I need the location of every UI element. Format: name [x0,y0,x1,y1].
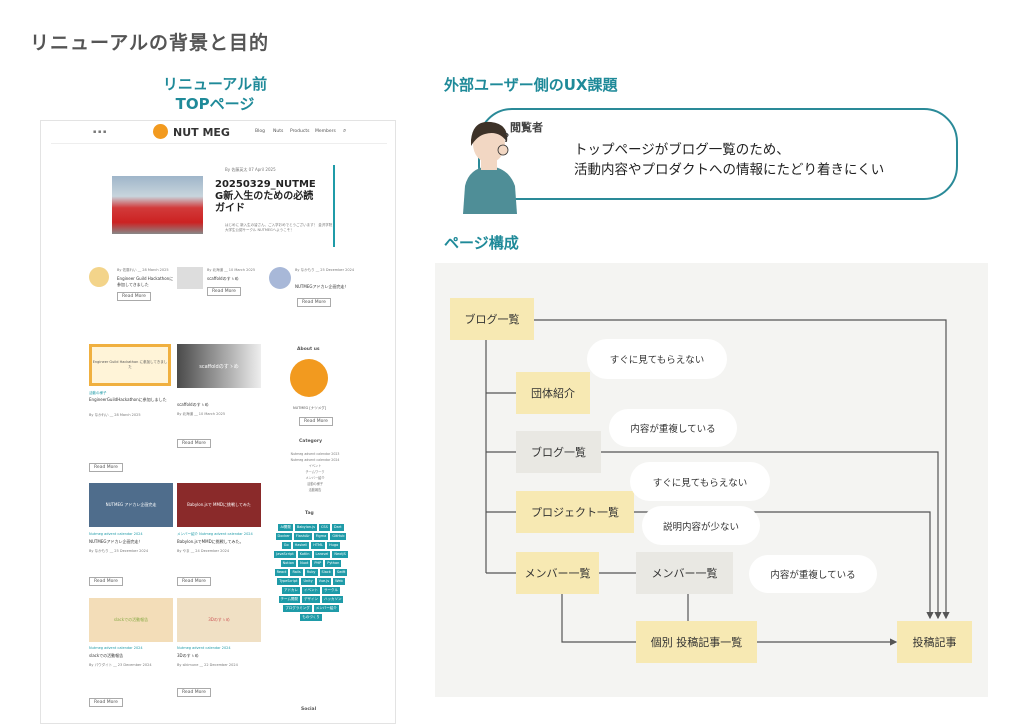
note-project-list-b: 説明内容が少ない [642,506,760,545]
node-group-intro: 団体紹介 [516,372,590,414]
note-blog-list: 内容が重複している [609,409,737,447]
note-project-list-a: すぐに見てもらえない [630,462,770,501]
node-blog-list-top: ブログ一覧 [450,298,534,340]
note-member-list: 内容が重複している [749,555,877,593]
node-member-list-duplicate: メンバー一覧 [636,552,733,594]
node-blog-list: ブログ一覧 [516,431,601,473]
node-project-list: プロジェクト一覧 [516,491,634,533]
node-individual-article-list: 個別 投稿記事一覧 [636,621,757,663]
node-article: 投稿記事 [897,621,972,663]
note-group-intro: すぐに見てもらえない [587,339,727,379]
node-member-list: メンバー一覧 [516,552,599,594]
